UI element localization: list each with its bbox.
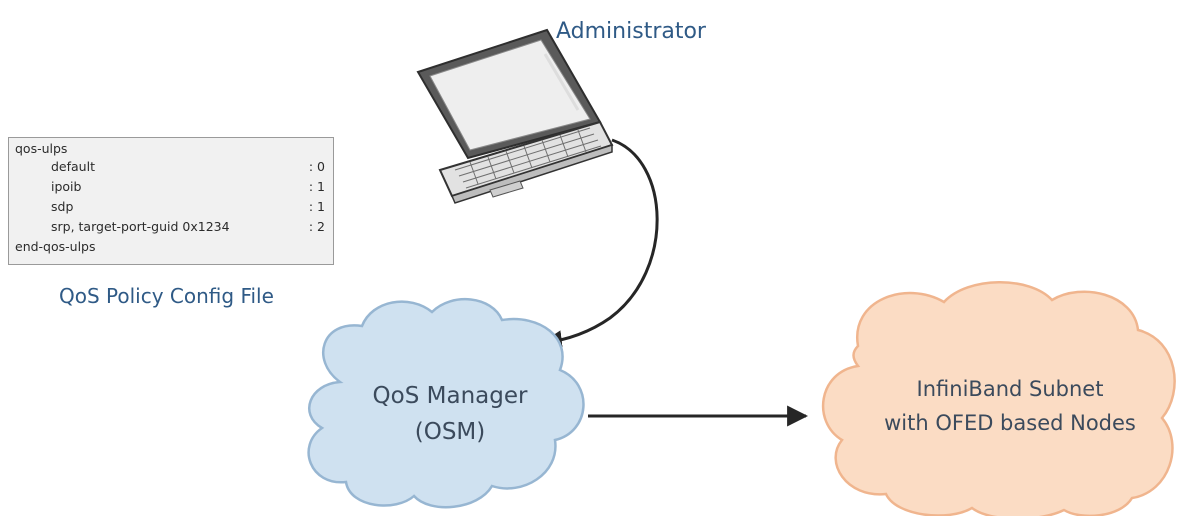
config-footer: end-qos-ulps — [15, 239, 96, 254]
config-entry-value: : 1 — [308, 199, 325, 214]
config-entry-name: default — [51, 159, 95, 174]
administrator-label: Administrator — [556, 19, 706, 44]
config-entry: sdp : 1 — [51, 199, 325, 215]
qos-manager-line1: QoS Manager — [372, 383, 528, 409]
config-entry: default : 0 — [51, 159, 325, 175]
config-file-caption: QoS Policy Config File — [59, 284, 274, 308]
config-entry-name: ipoib — [51, 179, 82, 194]
config-header: qos-ulps — [15, 141, 68, 156]
config-file-box: qos-ulps default : 0 ipoib : 1 sdp : 1 s… — [8, 137, 334, 265]
config-entry-name: sdp — [51, 199, 74, 214]
subnet-line2: with OFED based Nodes — [884, 411, 1136, 435]
qos-manager-line2: (OSM) — [414, 419, 486, 445]
infiniband-subnet-cloud — [821, 281, 1176, 516]
subnet-line1: InfiniBand Subnet — [916, 377, 1104, 401]
admin-to-manager-arrow — [540, 138, 659, 352]
config-entry-value: : 1 — [308, 179, 325, 194]
config-entry: ipoib : 1 — [51, 179, 325, 195]
subnet-label: InfiniBand Subnet with OFED based Nodes — [870, 372, 1150, 440]
config-entry-name: srp, target-port-guid 0x1234 — [51, 219, 230, 234]
qos-manager-label: QoS Manager (OSM) — [340, 378, 560, 450]
qos-manager-cloud — [307, 298, 585, 509]
config-entry-value: : 0 — [308, 159, 325, 174]
config-entry: srp, target-port-guid 0x1234 : 2 — [51, 219, 325, 235]
laptop-icon — [416, 28, 614, 204]
config-entry-value: : 2 — [308, 219, 325, 234]
